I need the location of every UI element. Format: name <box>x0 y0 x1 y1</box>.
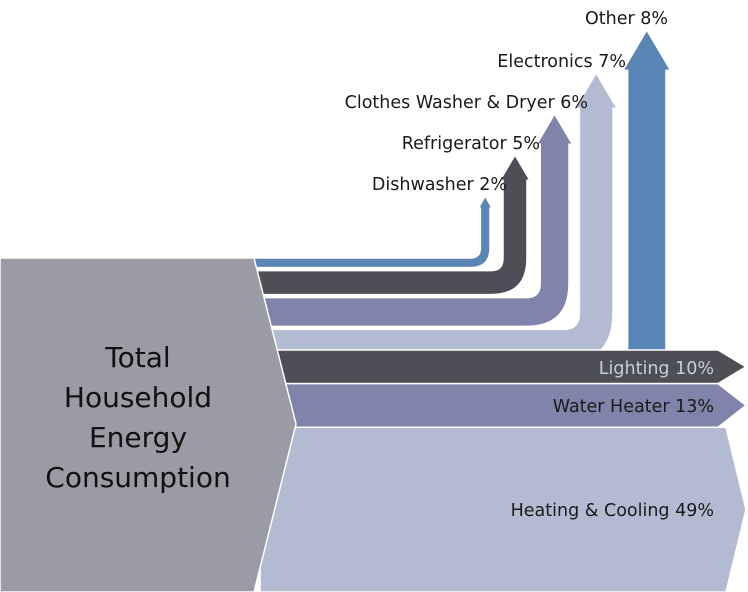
label-other: Other 8% <box>585 9 668 29</box>
label-dishwasher: Dishwasher 2% <box>372 175 507 195</box>
flow-refrigerator <box>253 153 532 296</box>
label-refrigerator: Refrigerator 5% <box>402 134 540 154</box>
label-electronics: Electronics 7% <box>497 52 626 72</box>
flow-clothes-washer-dryer <box>253 112 574 328</box>
source-title-line: Total <box>104 341 170 374</box>
source-title-line: Energy <box>89 421 187 454</box>
label-water-heater: Water Heater 13% <box>553 397 714 417</box>
source-title: Total Household Energy Consumption <box>45 341 230 494</box>
label-lighting: Lighting 10% <box>599 359 714 379</box>
source-title-line: Household <box>64 381 212 414</box>
upward-flows <box>253 28 672 406</box>
rightward-flow-labels: Lighting 10% Water Heater 13% Heating & … <box>511 359 714 521</box>
label-clothes-washer-dryer: Clothes Washer & Dryer 6% <box>345 93 588 113</box>
label-heating-cooling: Heating & Cooling 49% <box>511 501 714 521</box>
source-title-line: Consumption <box>45 461 230 494</box>
rightward-flows <box>259 349 748 592</box>
flow-dishwasher <box>253 194 494 269</box>
upward-flow-labels: Dishwasher 2% Refrigerator 5% Clothes Wa… <box>345 9 668 195</box>
source-node <box>0 257 297 592</box>
